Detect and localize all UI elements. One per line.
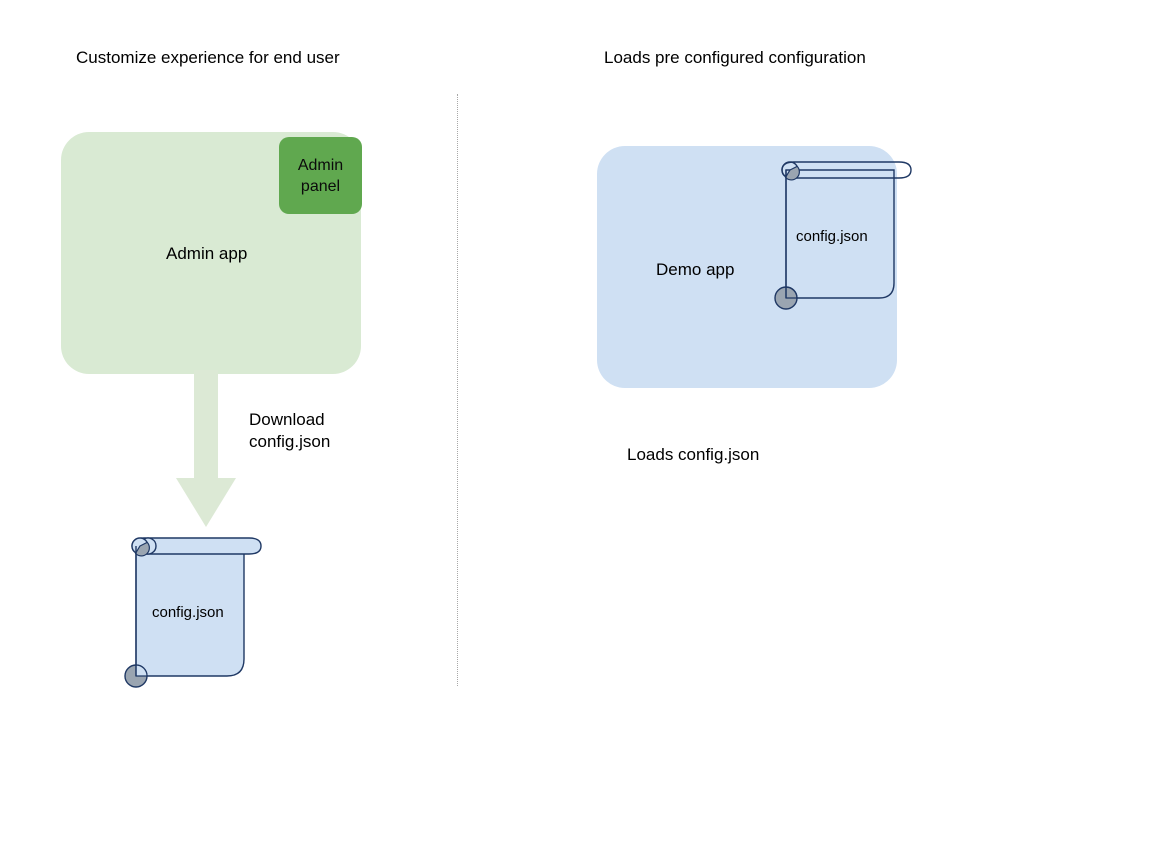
config-json-scroll-left-label: config.json bbox=[152, 604, 224, 621]
loads-config-caption: Loads config.json bbox=[627, 445, 760, 464]
download-arrow-label-line2: config.json bbox=[249, 432, 331, 451]
admin-app-label: Admin app bbox=[166, 244, 248, 263]
right-column-heading: Loads pre configured configuration bbox=[604, 48, 866, 67]
config-json-scroll-left bbox=[124, 537, 262, 688]
demo-app-label: Demo app bbox=[656, 260, 735, 279]
download-arrow-label: Download config.json bbox=[249, 409, 330, 453]
left-column-heading: Customize experience for end user bbox=[76, 48, 340, 67]
download-arrow-icon bbox=[176, 370, 236, 527]
column-divider bbox=[457, 94, 458, 686]
admin-panel-badge-label: Admin panel bbox=[297, 156, 344, 195]
config-json-scroll-right bbox=[774, 161, 912, 310]
admin-panel-badge[interactable]: Admin panel bbox=[279, 137, 362, 214]
config-json-scroll-right-label: config.json bbox=[796, 228, 868, 245]
demo-app-box bbox=[597, 146, 897, 388]
download-arrow-label-line1: Download bbox=[249, 410, 325, 429]
